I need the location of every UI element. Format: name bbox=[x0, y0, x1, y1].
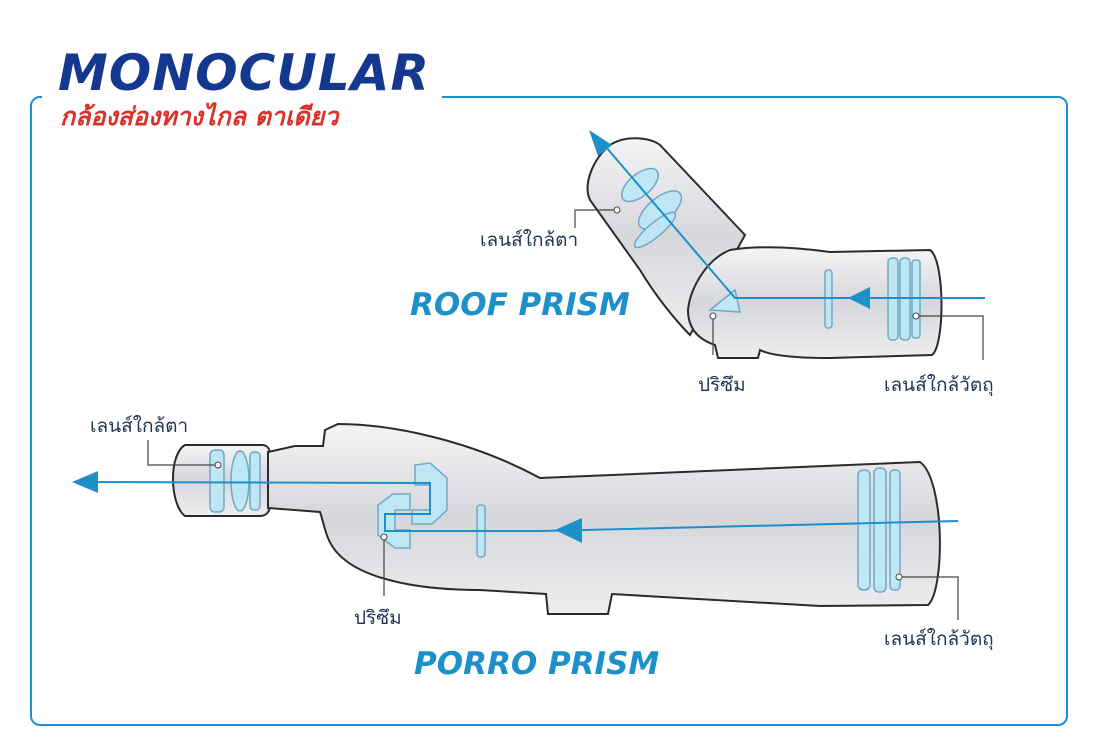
porro-prism-monocular bbox=[72, 422, 959, 620]
porro-body-main bbox=[267, 422, 941, 615]
roof-body-main-tube bbox=[686, 246, 943, 360]
page-title: MONOCULAR bbox=[58, 44, 430, 102]
porro-light-path bbox=[84, 481, 959, 532]
porro-objective-lenses bbox=[857, 467, 901, 593]
diagram-frame bbox=[30, 96, 1068, 726]
porro-eyepiece-leader bbox=[147, 440, 218, 466]
title-backdrop bbox=[42, 60, 442, 130]
porro-objective-leader bbox=[899, 576, 959, 620]
porro-objective-label: เลนส์ใกล้วัตถุ bbox=[884, 628, 994, 650]
roof-prism-monocular bbox=[574, 130, 985, 360]
porro-prism-label: ปริซึม bbox=[354, 607, 402, 629]
porro-exit-arrowhead bbox=[72, 471, 98, 493]
porro-prism-title: PORRO PRISM bbox=[414, 646, 660, 682]
roof-direction-arrow bbox=[848, 287, 870, 309]
roof-prism-label: ปริซึม bbox=[698, 374, 746, 396]
roof-exit-arrowhead bbox=[589, 130, 612, 156]
porro-eyepiece-lenses bbox=[209, 449, 261, 513]
page-subtitle: กล้องส่องทางไกล ตาเดียว bbox=[60, 102, 339, 131]
roof-objective-leader bbox=[916, 315, 984, 360]
roof-light-path bbox=[599, 139, 985, 299]
porro-eyepiece-label: เลนส์ใกล้ตา bbox=[90, 415, 189, 437]
porro-direction-arrow bbox=[555, 518, 582, 543]
roof-objective-label: เลนส์ใกล้วัตถุ bbox=[884, 374, 994, 396]
roof-eyepiece-leader bbox=[574, 209, 617, 228]
roof-eyepiece-label: เลนส์ใกล้ตา bbox=[480, 229, 579, 251]
roof-prism-title: ROOF PRISM bbox=[410, 287, 630, 323]
